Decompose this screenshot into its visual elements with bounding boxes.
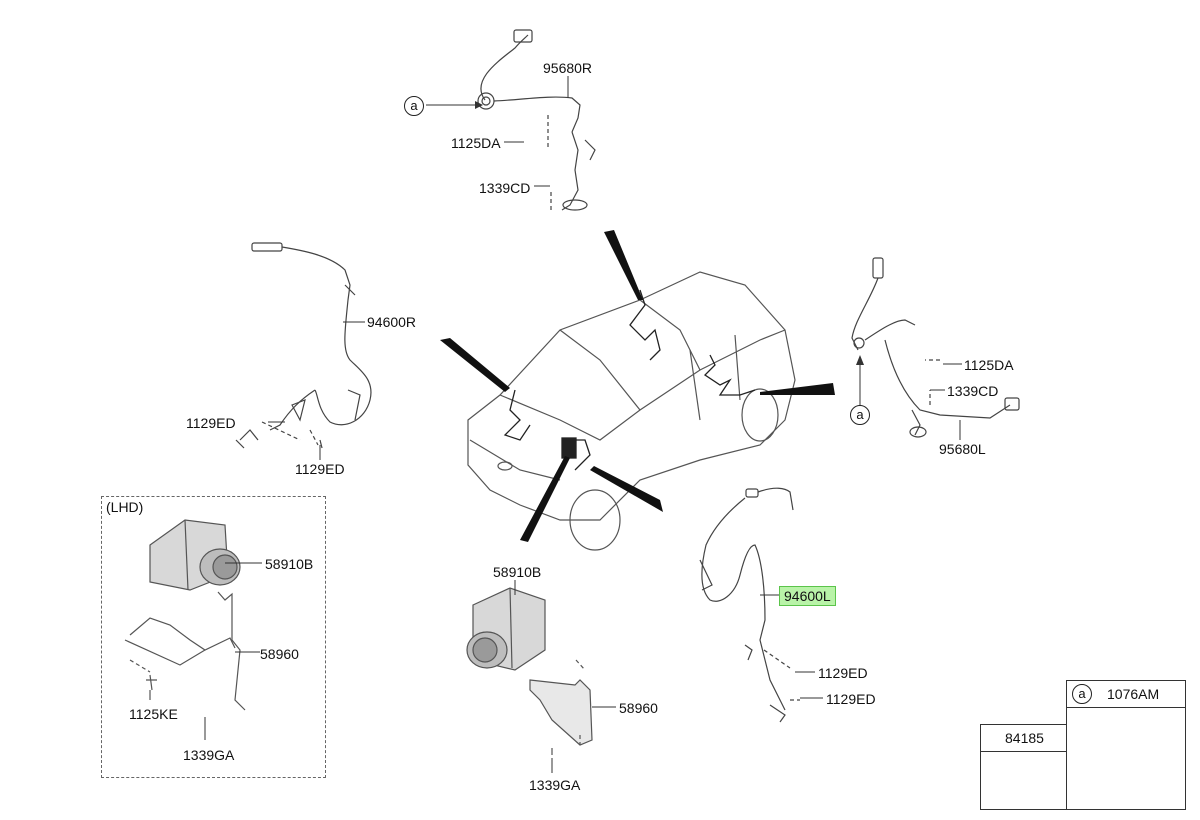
callout-a-right: a [850,405,870,425]
sensor-94600R [235,242,372,449]
part-label-1125KE: 1125KE [129,706,178,722]
vehicle-harness [503,289,756,471]
part-label-1339GA-main: 1339GA [529,777,581,793]
legend-callout-a: a [1072,684,1092,704]
part-label-94600L-highlighted[interactable]: 94600L [779,586,836,606]
lhd-title: (LHD) [106,499,144,515]
abs-unit-lhd [124,519,246,725]
part-label-1339CD-top: 1339CD [479,180,531,196]
part-label-1129ED-left2: 1129ED [295,461,345,477]
legend-cell-84185: 84185 [980,724,1068,810]
part-label-1125DA-right: 1125DA [964,357,1014,373]
callout-a-top: a [404,96,424,116]
part-label-95680R: 95680R [543,60,593,76]
part-label-58910B-lhd: 58910B [265,556,314,572]
part-label-58960-main: 58960 [619,700,658,716]
vehicle-illustration [467,271,796,551]
pointer-wedges [440,230,835,542]
part-label-58960-lhd: 58960 [260,646,299,662]
legend-part-84185: 84185 [1005,730,1044,746]
part-label-1339GA-lhd: 1339GA [183,747,235,763]
legend-cell-1076AM: a 1076AM [1066,680,1186,810]
part-label-1125DA-top: 1125DA [451,135,501,151]
part-label-1129ED-right2: 1129ED [826,691,876,707]
part-label-58910B-main: 58910B [493,564,542,580]
legend-part-1076AM: 1076AM [1107,686,1160,702]
sensor-94600L [699,487,800,723]
part-label-1339CD-right: 1339CD [947,383,999,399]
legend-header-84185: 84185 [981,725,1067,752]
parts-legend-table: 84185 a 1076AM [980,680,1186,810]
part-label-95680L: 95680L [939,441,986,457]
part-label-94600R: 94600R [367,314,417,330]
legend-header-1076AM: a 1076AM [1067,681,1185,708]
part-label-1129ED-right1: 1129ED [818,665,868,681]
part-label-1129ED-left1: 1129ED [186,415,236,431]
abs-unit-main [466,587,593,755]
leader-lines [149,76,962,773]
sensor-95680L [851,257,1020,438]
sensor-95680R [477,29,596,211]
lhd-variant-box [101,496,326,778]
